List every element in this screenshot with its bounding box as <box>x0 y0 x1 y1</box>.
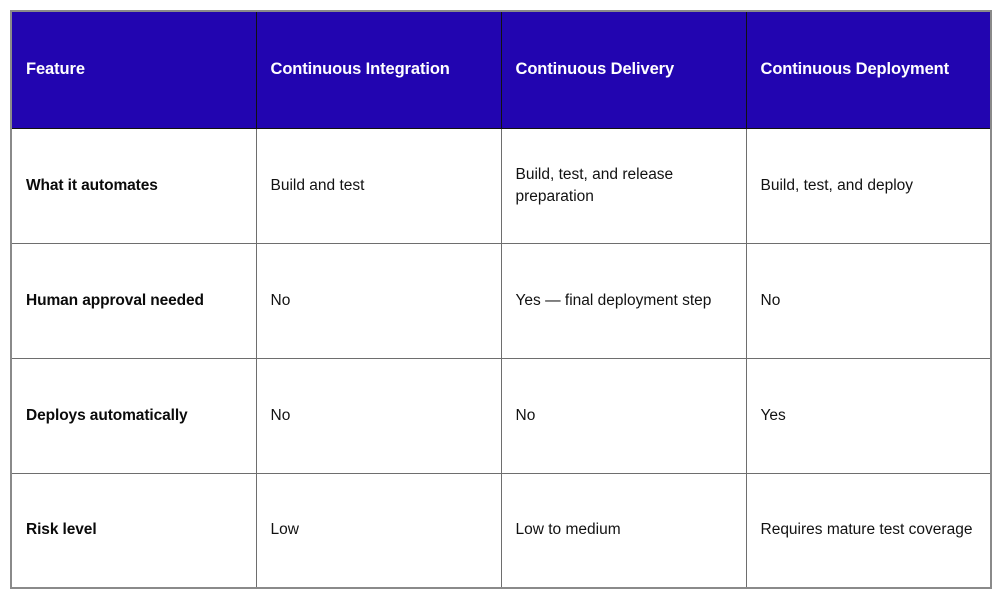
table-header: Feature Continuous Integration Continuou… <box>11 11 991 129</box>
header-row: Feature Continuous Integration Continuou… <box>11 11 991 129</box>
column-header-feature[interactable]: Feature <box>11 11 257 129</box>
cell-continuous-delivery: Yes — final deployment step <box>501 243 747 359</box>
cell-continuous-integration: Build and test <box>256 128 502 244</box>
cell-feature: Deploys automatically <box>11 358 257 474</box>
cell-continuous-deployment: Requires mature test coverage <box>760 521 973 539</box>
cell-continuous-deployment: Yes <box>746 358 991 474</box>
cell-continuous-delivery: Build, test, and release preparation <box>501 128 747 244</box>
cell-continuous-integration: Low <box>256 473 502 588</box>
table-row: Deploys automatically No No Yes <box>11 358 991 474</box>
table-row: Risk level Low Low to medium Requires ma… <box>11 473 991 588</box>
column-header-continuous-integration[interactable]: Continuous Integration <box>256 11 502 129</box>
table-row: What it automates Build and test Build, … <box>11 128 991 244</box>
cell-feature: Risk level <box>11 473 257 588</box>
cell-feature: Human approval needed <box>11 243 257 359</box>
table-row: Human approval needed No Yes — final dep… <box>11 243 991 359</box>
cell-continuous-delivery: Low to medium <box>501 473 747 588</box>
cell-continuous-deployment: No <box>746 243 991 359</box>
cell-feature: What it automates <box>11 128 257 244</box>
cell-continuous-integration: No <box>256 243 502 359</box>
cell-continuous-delivery: No <box>501 358 747 474</box>
column-header-continuous-deployment[interactable]: Continuous Deployment <box>746 11 991 129</box>
cell-continuous-integration: No <box>256 358 502 474</box>
table-body: What it automates Build and test Build, … <box>11 128 991 588</box>
cell-continuous-deployment: Build, test, and deploy <box>746 128 991 244</box>
comparison-table: Feature Continuous Integration Continuou… <box>10 10 992 589</box>
column-header-continuous-delivery[interactable]: Continuous Delivery <box>501 11 747 129</box>
